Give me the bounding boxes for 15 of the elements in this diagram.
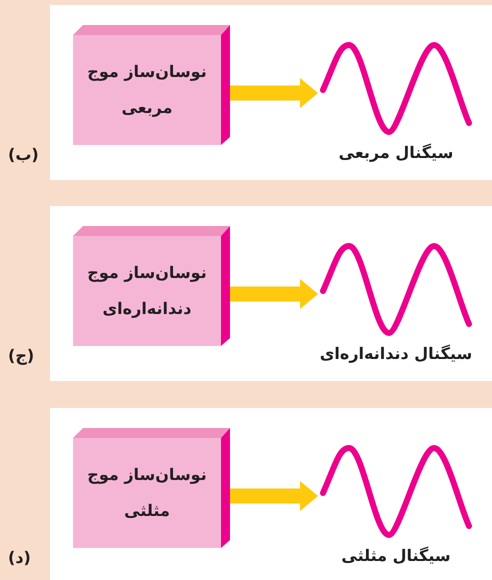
arrow [230, 481, 318, 511]
arrow [230, 78, 318, 108]
signal-caption: سیگنال مثلثی [341, 546, 451, 565]
panel-letter: (ج) [8, 346, 34, 365]
panel-background [50, 408, 492, 580]
sine-wave-drawing [320, 444, 472, 539]
panel-letter: (د) [8, 548, 31, 567]
sine-wave-drawing [320, 242, 472, 337]
arrow [230, 279, 318, 309]
panel-background [50, 5, 492, 180]
signal-caption: سیگنال مربعی [338, 143, 454, 162]
sine-wave-drawing [320, 41, 472, 136]
signal-caption: سیگنال دندانه‌اره‌ای [320, 344, 472, 363]
panel-letter: (ب) [8, 145, 39, 164]
panel-background [50, 206, 492, 381]
